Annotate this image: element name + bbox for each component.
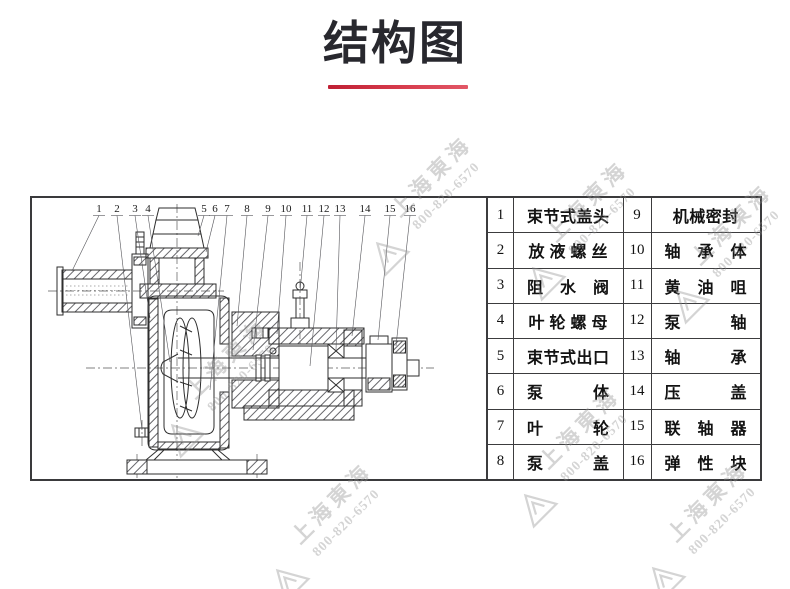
callout-number: 12 (319, 203, 330, 215)
part-no-cell: 9 (623, 198, 651, 233)
part-no-cell: 4 (488, 303, 513, 338)
part-name-cell: 压 盖 (651, 374, 760, 409)
part-no-cell: 15 (623, 409, 651, 444)
part-no-cell: 5 (488, 339, 513, 374)
part-name-cell: 束节式盖头 (514, 198, 623, 233)
callout-number: 8 (244, 203, 250, 215)
coupling (365, 335, 420, 393)
page-title: 结构图 (323, 17, 467, 69)
callout-number: 2 (114, 203, 120, 215)
svg-text:800-820-6570: 800-820-6570 (309, 486, 382, 559)
part-no-cell: 10 (623, 233, 651, 268)
callout-number: 9 (265, 203, 271, 215)
part-name-cell: 放 液 螺 丝 (514, 233, 623, 268)
part-name-cell: 泵 体 (514, 374, 623, 409)
part-name-cell: 泵 轴 (651, 303, 760, 338)
callout-number: 7 (224, 203, 230, 215)
callout-number: 11 (302, 203, 313, 215)
part-no-cell: 6 (488, 374, 513, 409)
callout-number: 3 (132, 203, 138, 215)
pump-casing (134, 295, 230, 451)
part-name-cell: 阻 水 阀 (514, 268, 623, 303)
callout-number: 6 (212, 203, 218, 215)
part-no-cell: 1 (488, 198, 513, 233)
title-underline (328, 85, 468, 89)
pump-shaft (178, 357, 366, 379)
part-name-cell: 轴 承 体 (651, 233, 760, 268)
part-no-cell: 3 (488, 268, 513, 303)
part-no-cell: 11 (623, 268, 651, 303)
part-no-cell: 13 (623, 339, 651, 374)
part-name-cell: 联 轴 器 (651, 409, 760, 444)
bearing-housing (243, 281, 365, 421)
part-name-cell: 叶 轮 螺 母 (514, 303, 623, 338)
callout-number: 5 (201, 203, 207, 215)
part-name-cell: 弹 性 块 (651, 444, 760, 479)
callout-number: 10 (281, 203, 293, 215)
part-no-cell: 7 (488, 409, 513, 444)
part-no-cell: 16 (623, 444, 651, 479)
watermark-logo-icon (651, 566, 687, 589)
callout-number: 16 (405, 203, 417, 215)
watermark-logo-icon (275, 568, 311, 589)
part-no-cell: 14 (623, 374, 651, 409)
part-name-cell: 机械密封 (651, 198, 760, 233)
callout-number: 14 (360, 203, 372, 215)
part-name-cell: 轴 承 (651, 339, 760, 374)
part-name-cell: 叶 轮 (514, 409, 623, 444)
callout-number: 4 (145, 203, 151, 215)
callout-number: 1 (96, 203, 102, 215)
outlet-hose (139, 207, 217, 299)
callout-number: 15 (385, 203, 397, 215)
suction-pipe (56, 231, 149, 329)
part-name-cell: 泵 盖 (514, 444, 623, 479)
watermark-logo-icon (523, 493, 559, 529)
part-no-cell: 2 (488, 233, 513, 268)
part-no-cell: 8 (488, 444, 513, 479)
part-name-cell: 束节式出口 (514, 339, 623, 374)
callout-number: 13 (335, 203, 347, 215)
svg-text:800-820-6570: 800-820-6570 (685, 484, 758, 557)
part-no-cell: 12 (623, 303, 651, 338)
part-name-cell: 黄 油 咀 (651, 268, 760, 303)
pump-base (126, 449, 268, 475)
